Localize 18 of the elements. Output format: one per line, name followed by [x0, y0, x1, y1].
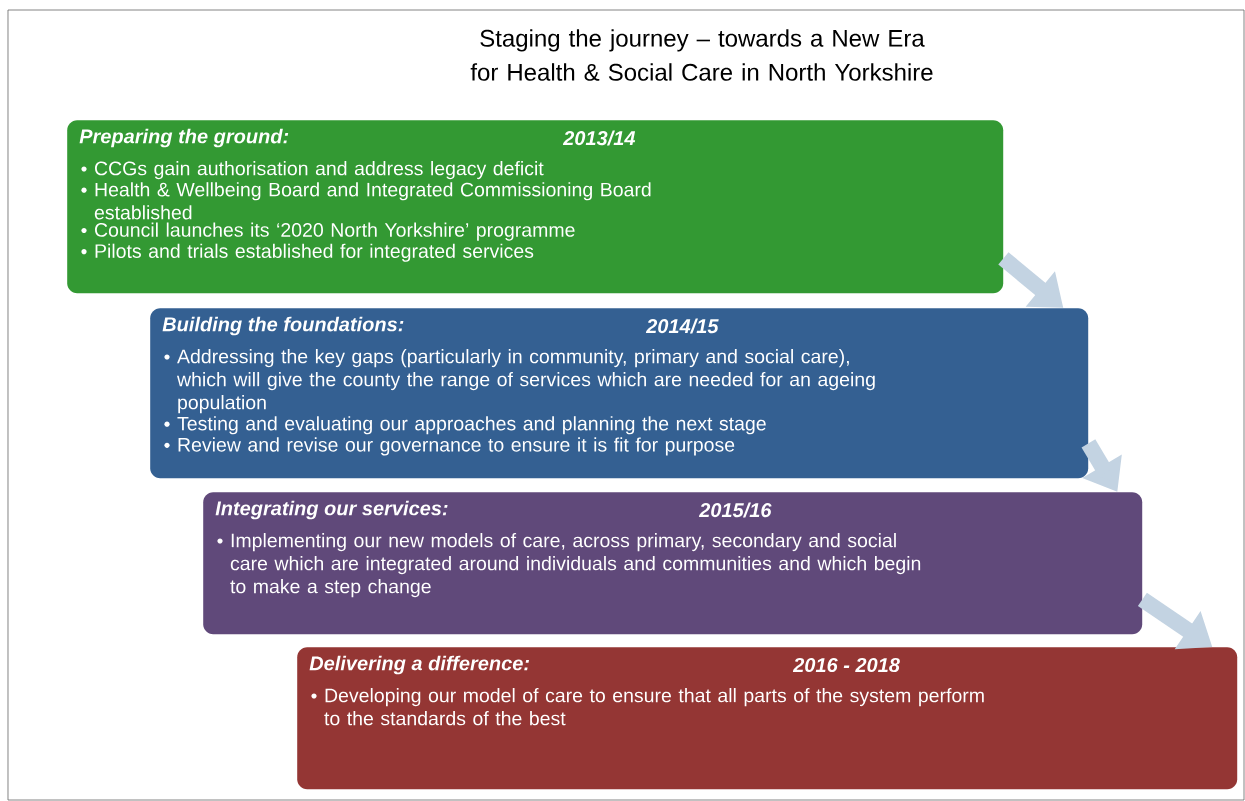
year: 2015/16 [698, 502, 772, 518]
bullet-text: Council launches its ‘2020 North Yorkshire’ programme [95, 222, 575, 241]
bullet-text: Health & Wellbeing Board and Integrated Commissioning Board established [94, 182, 651, 220]
bullet-text: Implementing our new models of care, across primary, secondary and social care which are integrated around individuals and communities and which begin to make a step change [230, 533, 921, 598]
stage-heading: Building the foundations: [162, 316, 404, 336]
stage-heading: Integrating our services: [215, 500, 448, 520]
bullet-text: Pilots and trials established for integrated services [95, 243, 534, 262]
title: Staging the journey – towards a New Era for Health & Social Care in North Yorkshire [470, 29, 933, 81]
stage-heading: Preparing the ground: [79, 128, 289, 148]
bullet-text: Addressing the key gaps (particularly in community, primary and social care), which will give the county the range of services which are needed for an ageing population [176, 349, 875, 414]
bullet-text: CCGs gain authorisation and address legacy deficit [95, 161, 544, 180]
bullet-text: Testing and evaluating our approaches and planning the next stage [177, 416, 766, 435]
bullet-text: Developing our model of care to ensure that all parts of the system perform to the standards of the best [324, 688, 984, 726]
year: 2013/14 [562, 130, 636, 146]
year: 2014/15 [645, 318, 719, 334]
stage-heading: Delivering a difference: [309, 655, 529, 675]
bullet-text: Review and revise our governance to ensure it is fit for purpose [178, 437, 735, 456]
year: 2016 - 2018 [792, 657, 900, 673]
